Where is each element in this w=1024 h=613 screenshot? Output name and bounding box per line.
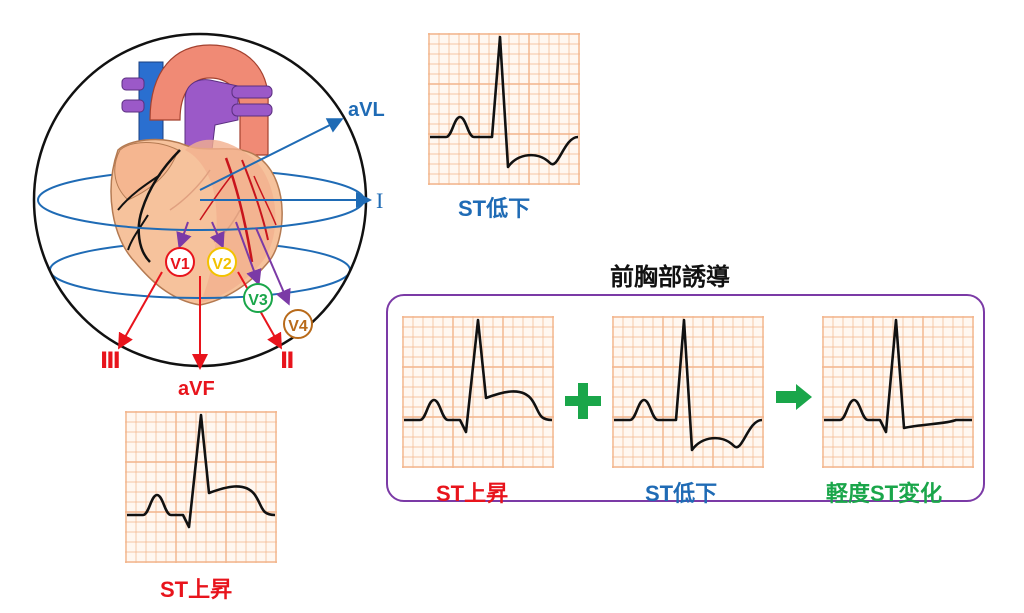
label-lead-ii: Ⅱ	[280, 348, 295, 373]
caption-panel-ecg2: ST低下	[645, 481, 718, 506]
panel-title: 前胸部誘導	[610, 264, 730, 291]
ecg-panel-mild-st-change	[822, 316, 974, 468]
svg-text:V3: V3	[248, 292, 268, 309]
ecg-trace	[824, 318, 972, 434]
ecg-st-elevation-bottom	[125, 411, 277, 563]
svg-text:V4: V4	[288, 318, 308, 335]
ecg-st-depression-top	[428, 33, 580, 185]
ecg-trace	[404, 318, 553, 434]
precordial-panel	[386, 294, 985, 502]
caption-top-ecg: ST低下	[458, 196, 531, 221]
electrode-v2: V2	[207, 247, 237, 277]
electrode-v1: V1	[165, 247, 195, 277]
arrow-v3	[235, 221, 262, 286]
heart-illustration	[110, 44, 283, 306]
arrow-right-icon	[776, 384, 812, 410]
svg-text:V1: V1	[170, 256, 190, 273]
label-lead-i: I	[376, 188, 384, 213]
caption-bottom-ecg: ST上昇	[160, 577, 233, 602]
caption-panel-ecg1: ST上昇	[436, 481, 509, 506]
ecg-panel-st-elevation	[402, 316, 554, 468]
plane-upper-front	[37, 199, 365, 231]
ecg-panel-st-depression	[612, 316, 764, 468]
svg-text:V2: V2	[212, 256, 232, 273]
arrow-v2	[209, 221, 225, 249]
label-lead-iii: Ⅲ	[100, 348, 121, 373]
heart-lead-diagram: V1 V2 V3 V4	[32, 32, 372, 370]
arrow-v1	[176, 221, 192, 249]
ecg-trace	[614, 318, 763, 452]
arrow-avl	[199, 118, 344, 191]
label-avf: aVF	[178, 378, 215, 400]
caption-panel-ecg3: 軽度ST変化	[826, 481, 943, 506]
arrow-lead-iii	[118, 271, 163, 350]
plus-sign	[565, 383, 601, 419]
electrode-v4: V4	[283, 309, 313, 339]
ecg-trace	[430, 35, 579, 169]
arrow-v4	[255, 227, 291, 306]
ecg-trace	[127, 413, 276, 529]
electrode-v3: V3	[243, 283, 273, 313]
label-avl: aVL	[348, 99, 385, 121]
